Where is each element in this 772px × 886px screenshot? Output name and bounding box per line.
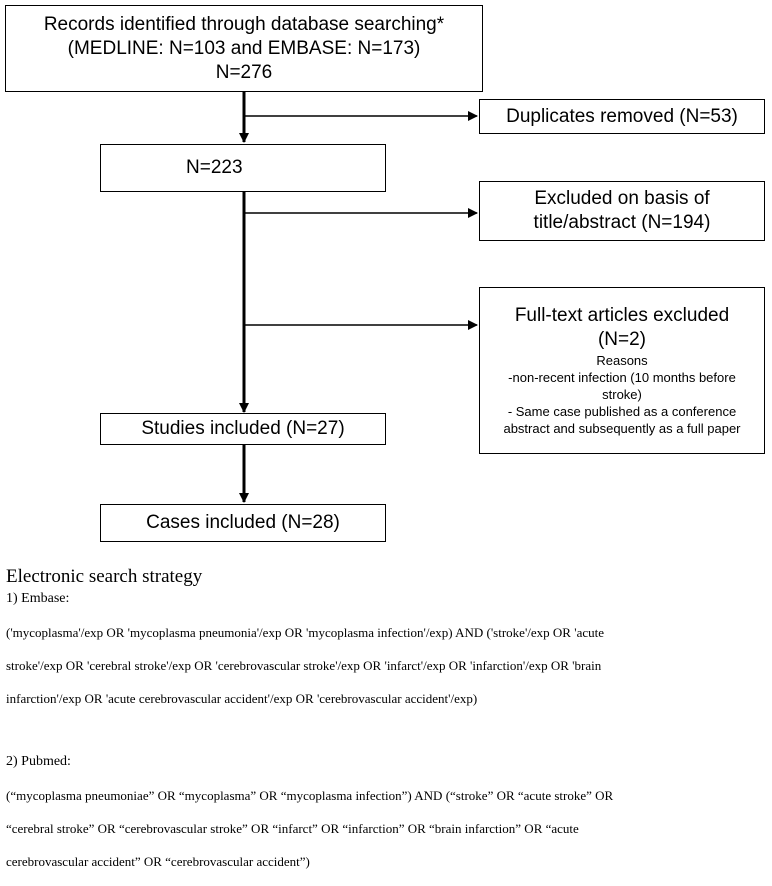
flow-connectors xyxy=(239,92,478,503)
cases-included-text: Cases included (N=28) xyxy=(146,512,340,533)
fulltext-excluded-box: Full-text articles excluded (N=2) Reason… xyxy=(479,287,765,454)
excluded-title-abstract-box: Excluded on basis of title/abstract (N=1… xyxy=(479,181,765,241)
excluded-title-line-2: title/abstract (N=194) xyxy=(533,212,711,233)
n223-text: N=223 xyxy=(186,157,243,178)
pubmed-query-line-3: cerebrovascular accident” OR “cerebrovas… xyxy=(6,854,310,869)
records-line-1: Records identified through database sear… xyxy=(43,13,445,35)
fulltext-excluded-count: (N=2) xyxy=(597,329,647,350)
reason-1-line-2: stroke) xyxy=(602,387,642,402)
records-line-2: (MEDLINE: N=103 and EMBASE: N=173) xyxy=(67,37,421,59)
reason-1-line-1: -non-recent infection (10 months before xyxy=(508,370,736,385)
pubmed-label: 2) Pubmed: xyxy=(6,754,71,769)
records-line-3: N=276 xyxy=(215,61,273,83)
embase-query-line-1: ('mycoplasma'/exp OR 'mycoplasma pneumon… xyxy=(6,625,604,640)
duplicates-removed-box: Duplicates removed (N=53) xyxy=(479,99,765,134)
search-strategy-heading: Electronic search strategy xyxy=(6,566,203,587)
studies-included-box: Studies included (N=27) xyxy=(100,413,386,445)
pubmed-query-line-2: “cerebral stroke” OR “cerebrovascular st… xyxy=(6,821,579,836)
cases-included-box: Cases included (N=28) xyxy=(100,504,386,542)
pubmed-query-line-1: (“mycoplasma pneumoniae” OR “mycoplasma”… xyxy=(6,788,614,803)
embase-label: 1) Embase: xyxy=(6,591,70,606)
fulltext-excluded-line-1: Full-text articles excluded xyxy=(514,305,730,326)
embase-query-line-3: infarction'/exp OR 'acute cerebrovascula… xyxy=(6,691,478,706)
records-identified-box: Records identified through database sear… xyxy=(5,5,483,92)
reason-2-line-2: abstract and subsequently as a full pape… xyxy=(503,421,741,436)
studies-included-text: Studies included (N=27) xyxy=(141,418,345,439)
duplicates-text: Duplicates removed (N=53) xyxy=(506,105,738,127)
reason-2-line-1: - Same case published as a conference xyxy=(507,404,737,419)
embase-query-line-2: stroke'/exp OR 'cerebral stroke'/exp OR … xyxy=(6,658,602,673)
excluded-title-line-1: Excluded on basis of xyxy=(534,188,710,209)
reasons-label: Reasons xyxy=(596,353,648,368)
n223-box: N=223 xyxy=(100,144,386,192)
